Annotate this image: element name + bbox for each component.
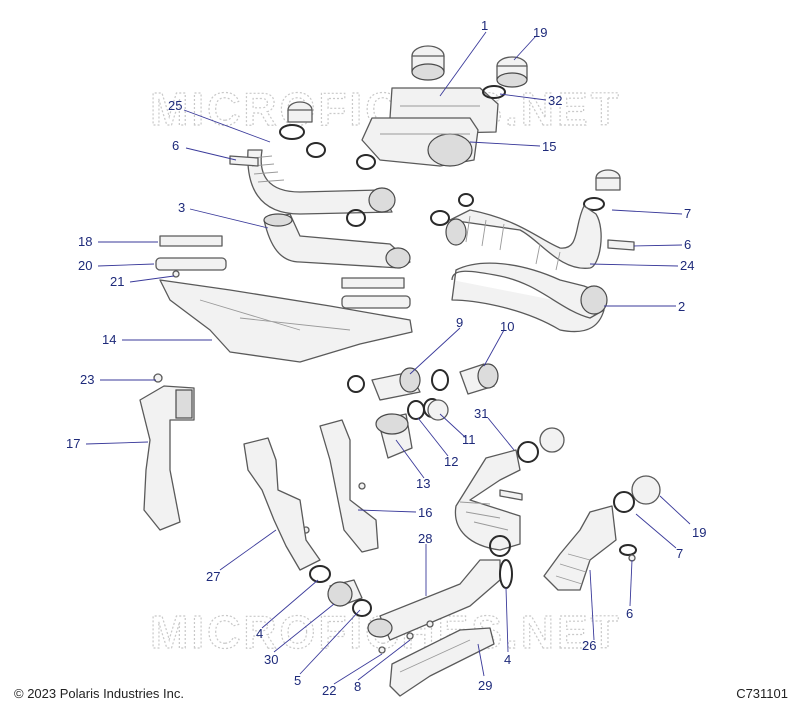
callout-4-right: 4 [504,652,511,667]
callout-25: 25 [168,98,182,113]
callout-labels: 1 19 32 25 15 6 3 7 6 18 24 20 21 2 9 10… [66,18,706,698]
part-lower-duct-29 [389,627,495,697]
callout-12: 12 [444,454,458,469]
part-center-couplings [347,363,499,459]
part-elbow-duct-2 [451,262,608,333]
part-elbow-duct-3 [263,209,411,269]
callout-27: 27 [206,569,220,584]
callout-17: 17 [66,436,80,451]
part-plenum-base-14 [155,235,413,363]
callout-13: 13 [416,476,430,491]
callout-6-top-left: 6 [172,138,179,153]
callout-6-bottom: 6 [626,606,633,621]
callout-18: 18 [78,234,92,249]
callout-5: 5 [294,673,301,688]
callout-11: 11 [462,432,476,447]
part-flex-hose-30 [543,475,661,591]
callout-15: 15 [542,139,556,154]
callout-28: 28 [418,531,432,546]
callout-1: 1 [481,18,488,33]
part-flex-hose-24 [430,169,635,271]
part-coupler-top-right [482,56,528,99]
callout-24: 24 [680,258,694,273]
copyright-notice: © 2023 Polaris Industries Inc. [14,686,184,701]
callout-19-bottom: 19 [692,525,706,540]
callout-20: 20 [78,258,92,273]
callout-26: 30 [264,652,278,667]
part-flex-hose-31 [454,427,565,557]
callout-10: 10 [500,319,514,334]
callout-29: 29 [478,678,492,693]
callout-22: 22 [322,683,336,698]
part-side-duct-16 [319,419,379,553]
callout-32: 32 [548,93,562,108]
part-upper-duct-housing [361,87,499,167]
callout-14: 14 [102,332,116,347]
callout-7-bottom: 7 [676,546,683,561]
callout-21: 21 [110,274,124,289]
callout-3: 3 [178,200,185,215]
diagram-id: C731101 [736,686,788,701]
callout-31: 31 [474,406,488,421]
callout-9: 9 [456,315,463,330]
callout-6-right: 6 [684,237,691,252]
callout-30: 26 [582,638,596,653]
part-coupler-top-left [411,45,445,81]
part-flex-hose-25 [229,101,396,215]
part-side-duct-27 [243,437,372,617]
part-vertical-duct-17 [139,373,195,531]
callout-23: 23 [80,372,94,387]
callout-8: 8 [354,679,361,694]
callout-4-left: 4 [256,626,263,641]
callout-7-top: 7 [684,206,691,221]
callout-16: 16 [418,505,432,520]
leader-lines [85,31,691,685]
callout-19-top: 19 [533,25,547,40]
callout-2: 2 [678,299,685,314]
